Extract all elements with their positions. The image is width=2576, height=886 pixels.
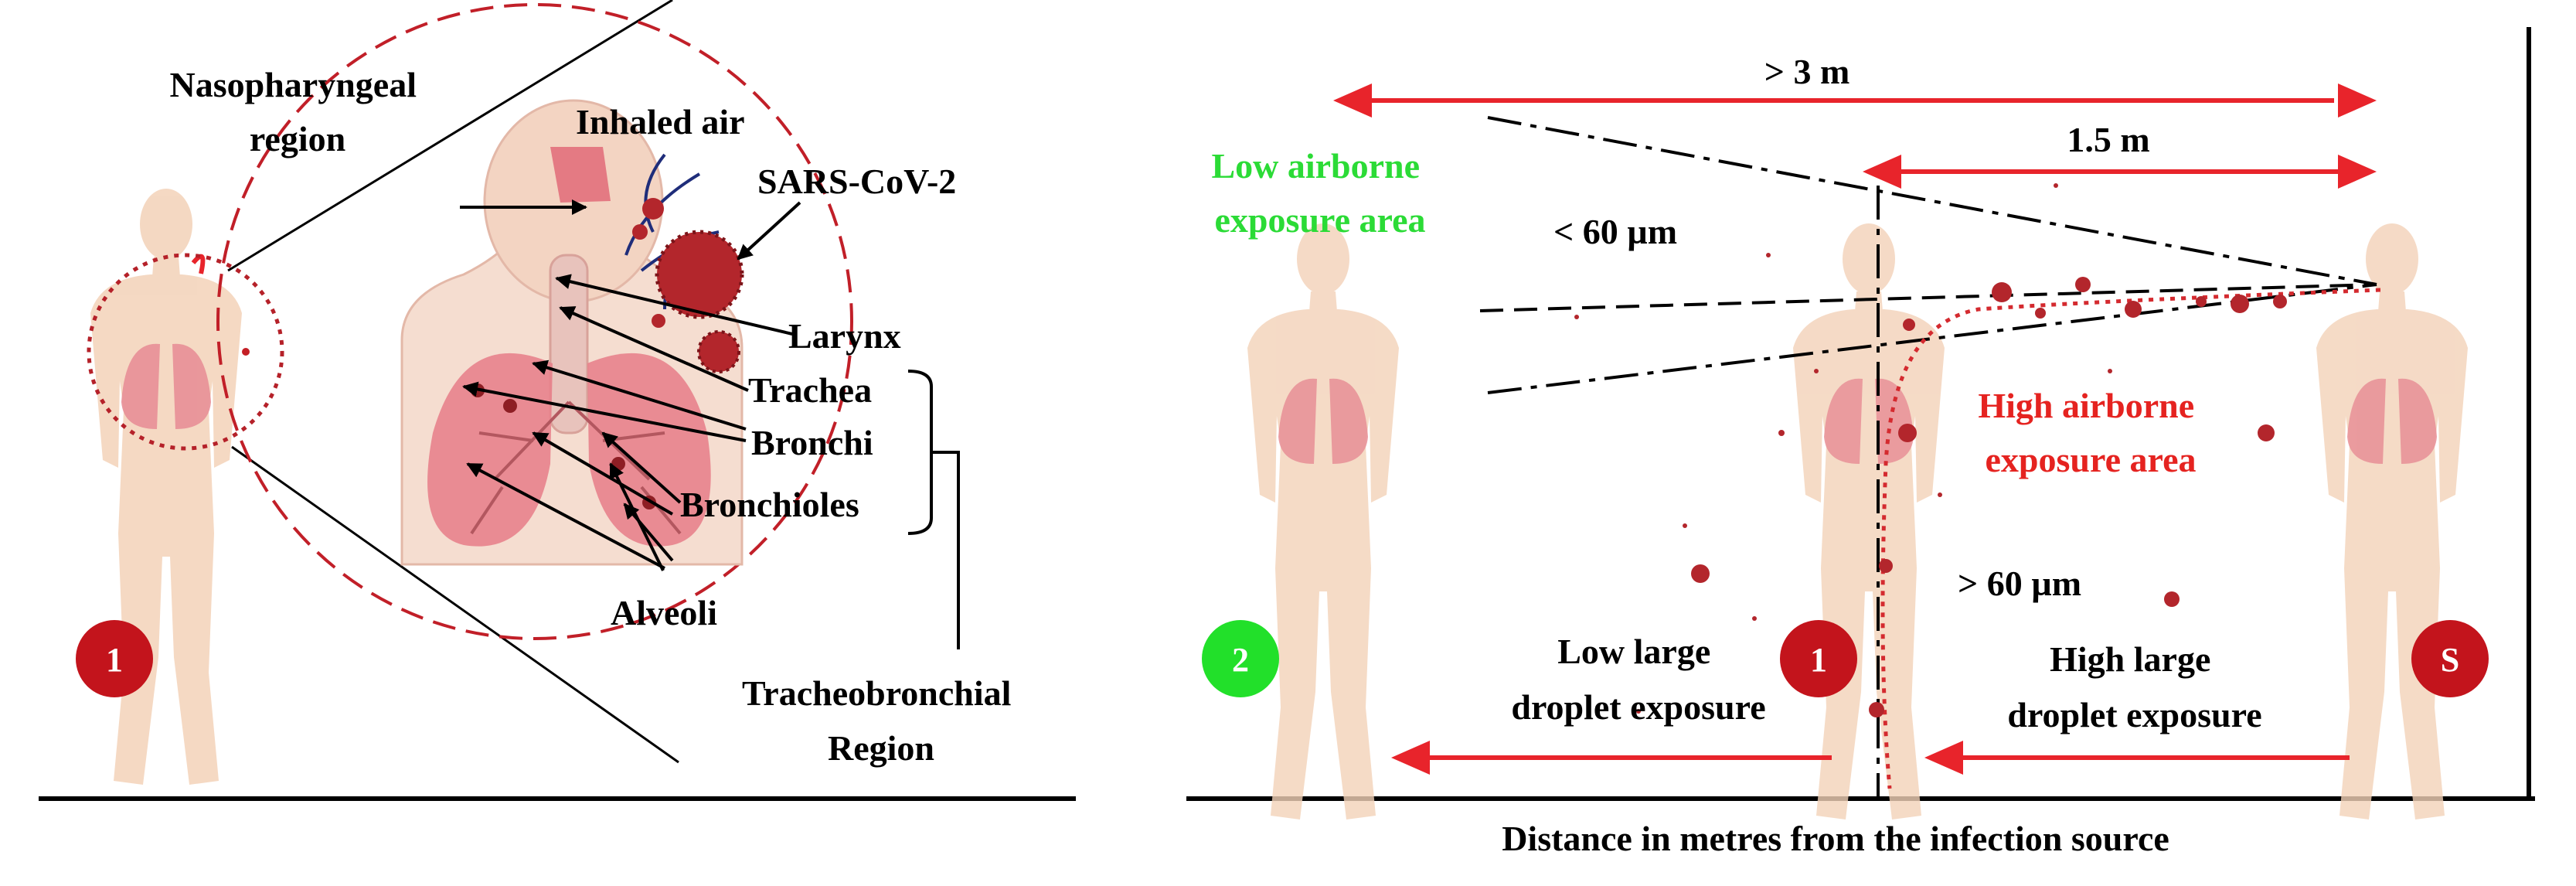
label-high-large-droplet-exposure: High large droplet exposure xyxy=(2007,639,2261,734)
label-larynx: Larynx xyxy=(788,316,901,356)
svg-text:S: S xyxy=(2441,641,2459,679)
airborne-droplets xyxy=(1574,183,2287,717)
tracheobronchial-brace xyxy=(907,370,933,535)
distance-arrow-far xyxy=(1333,83,2377,118)
svg-text:1: 1 xyxy=(106,641,123,679)
person-1-badge: 1 xyxy=(76,620,153,697)
zoom-line-top xyxy=(227,0,673,272)
label-alveoli: Alveoli xyxy=(611,593,717,632)
label-large-droplets: > 60 µm xyxy=(1958,564,2081,603)
label-tracheobronchial-region: Tracheobronchial Region xyxy=(742,673,1020,768)
person-1-figure-right xyxy=(1793,223,1945,820)
distance-arrow-near xyxy=(1863,155,2377,189)
label-bronchi: Bronchi xyxy=(751,423,873,462)
svg-text:2: 2 xyxy=(1232,641,1249,679)
source-person-figure xyxy=(2316,223,2468,820)
tracheobronchial-leader xyxy=(931,451,960,649)
label-low-large-droplet-exposure: Low large droplet exposure xyxy=(1511,632,1765,727)
droplet xyxy=(242,348,250,356)
person-1-badge-right: 1 xyxy=(1780,620,1857,697)
label-distance-far: > 3 m xyxy=(1764,52,1850,91)
zoom-source-circle xyxy=(87,253,284,451)
label-trachea: Trachea xyxy=(748,370,872,410)
x-axis-label: Distance in metres from the infection so… xyxy=(1502,819,2169,858)
zoom-detail-circle xyxy=(216,3,853,640)
label-high-airborne-exposure: High airborne exposure area xyxy=(1978,386,2203,479)
source-badge: S xyxy=(2411,620,2489,697)
svg-text:1: 1 xyxy=(1810,641,1827,679)
label-inhaled-air: Inhaled air xyxy=(576,102,745,141)
label-nasopharyngeal-region: Nasopharyngeal region xyxy=(170,65,426,158)
exposure-cone-lines xyxy=(1479,116,2377,796)
left-panel: Nasopharyngeal region Inhaled air SARS-C… xyxy=(39,0,1076,801)
zoom-line-bottom xyxy=(231,445,679,764)
person-2-badge: 2 xyxy=(1202,620,1279,697)
virus-particles xyxy=(632,198,744,373)
label-low-airborne-exposure: Low airborne exposure area xyxy=(1211,146,1428,240)
label-pointer-arrows xyxy=(460,199,801,571)
label-distance-near: 1.5 m xyxy=(2067,120,2149,159)
large-droplet-arrow-left xyxy=(1391,741,1832,775)
label-small-droplets: < 60 µm xyxy=(1553,212,1677,251)
label-sars-cov-2: SARS-CoV-2 xyxy=(757,162,956,201)
person-2-figure xyxy=(1247,223,1399,820)
person-1-breath-mark xyxy=(191,254,206,274)
right-panel: > 3 m 1.5 m Low airborne exposure area <… xyxy=(1186,27,2535,858)
droplet-trajectory xyxy=(1880,288,2381,789)
large-droplet-arrow-right xyxy=(1924,741,2350,775)
label-bronchioles: Bronchioles xyxy=(680,485,859,524)
